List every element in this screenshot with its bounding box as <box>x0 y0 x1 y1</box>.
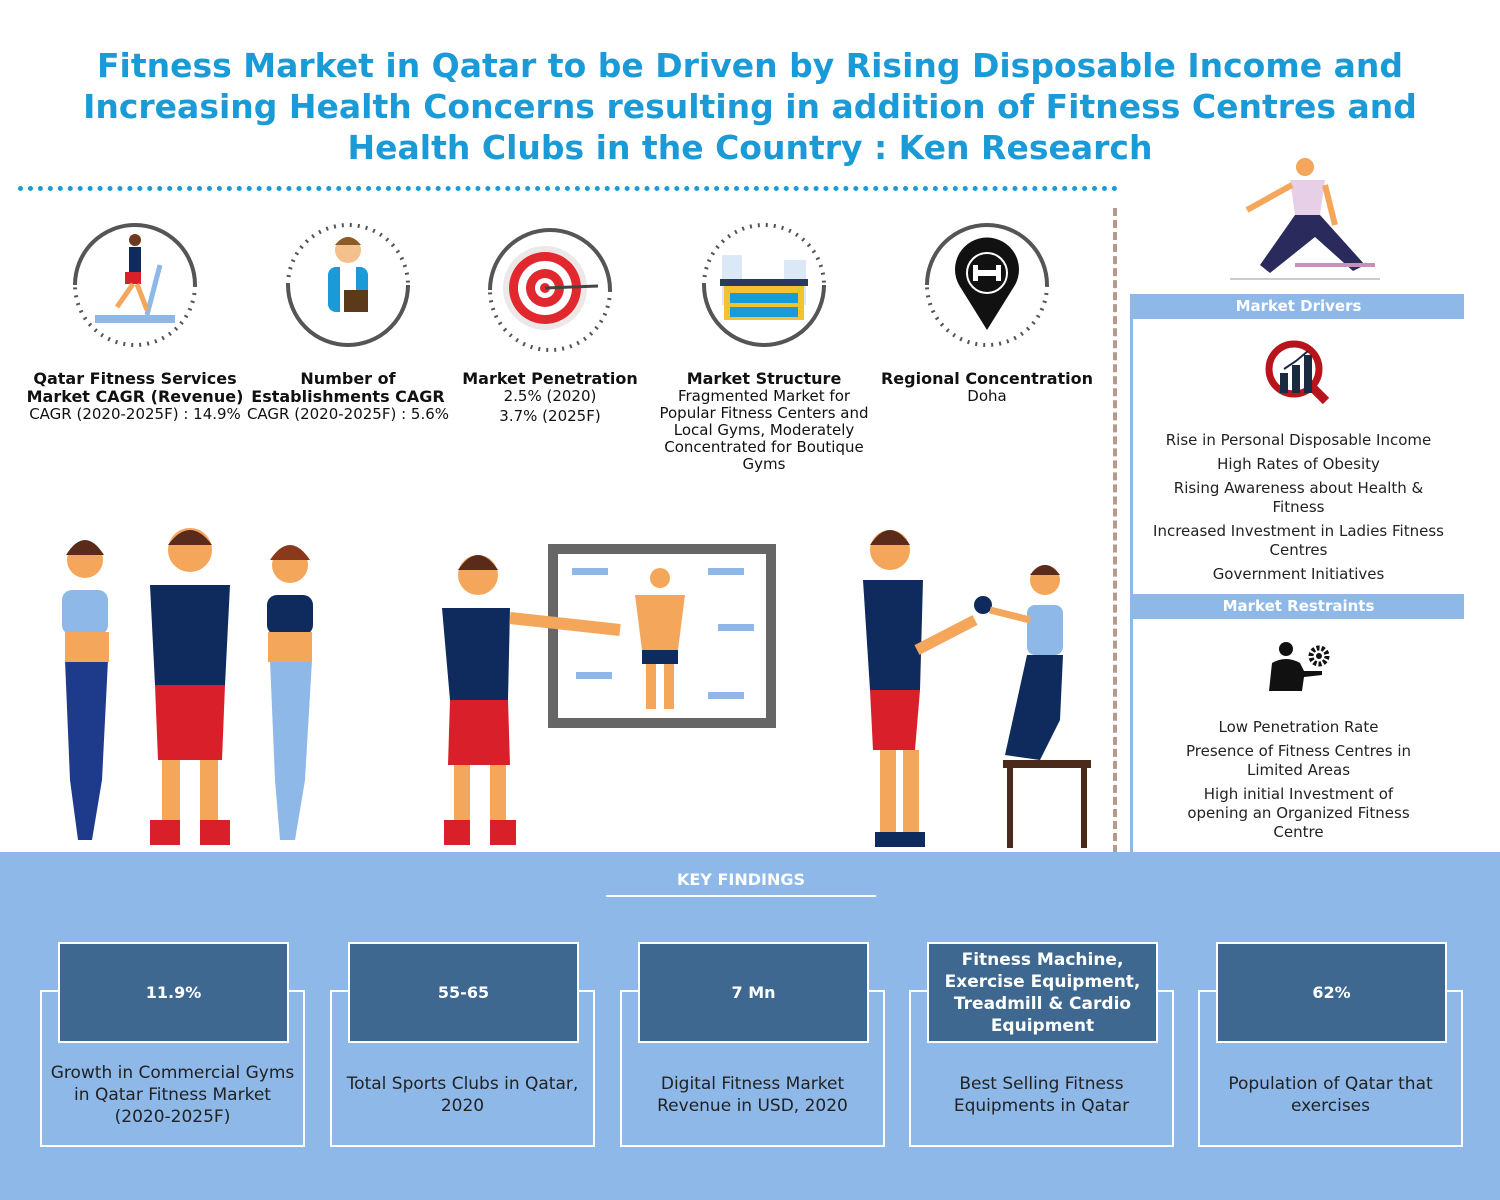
driver-item: Rise in Personal Disposable Income <box>1165 431 1432 449</box>
driver-item: Government Initiatives <box>1212 565 1385 583</box>
page-title: Fitness Market in Qatar to be Driven by … <box>83 46 1417 167</box>
stat-value: Fragmented Market for Popular Fitness Ce… <box>659 387 869 473</box>
gym-building-icon <box>694 215 834 355</box>
stat-revenue-cagr: Qatar Fitness Services Market CAGR (Reve… <box>25 215 245 423</box>
stat-value: 3.7% (2025F) <box>499 407 601 425</box>
finding-card: 11.9% Growth in Commercial Gyms in Qatar … <box>40 942 305 1147</box>
trainer-with-client-illustration <box>863 530 1091 848</box>
finding-desc: Population of Qatar that exercises <box>1228 1073 1433 1116</box>
stat-heading: Qatar Fitness Services Market CAGR (Reve… <box>26 369 244 406</box>
market-restraints-title: Market Restraints <box>1133 594 1464 619</box>
finding-value: 7 Mn <box>638 942 869 1043</box>
stat-establishments-cagr: Number of Establishments CAGR CAGR (2020… <box>238 215 458 423</box>
stat-regional-concentration: Regional Concentration Doha <box>877 215 1097 405</box>
restraint-item: Presence of Fitness Centres in Limited A… <box>1186 742 1411 779</box>
stat-heading: Market Structure <box>686 369 842 388</box>
trainer-clipboard-icon <box>278 215 418 355</box>
stat-heading: Number of Establishments CAGR <box>251 369 445 406</box>
market-drivers-panel: Market Drivers Rise in Personal Disposab… <box>1130 294 1464 594</box>
finding-card: 7 Mn Digital Fitness Market Revenue in US… <box>620 942 885 1147</box>
stat-market-penetration: Market Penetration 2.5% (2020) 3.7% (202… <box>440 215 660 425</box>
stat-value: CAGR (2020-2025F) : 5.6% <box>246 405 450 423</box>
group-of-athletes-illustration <box>62 528 313 845</box>
stat-value: CAGR (2020-2025F) : 14.9% <box>29 405 241 423</box>
dotted-divider <box>18 186 1118 191</box>
finding-desc: Growth in Commercial Gyms in Qatar Fitne… <box>50 1062 295 1127</box>
stat-value: 2.5% (2020) <box>503 387 597 405</box>
restraint-item: Low Penetration Rate <box>1218 718 1379 736</box>
key-findings-title: KEY FINDINGS <box>606 870 876 897</box>
stat-market-structure: Market Structure Fragmented Market for P… <box>654 215 874 473</box>
stat-heading: Regional Concentration <box>880 369 1094 388</box>
finding-card: 62% Population of Qatar that exercises <box>1198 942 1463 1147</box>
market-restraints-panel: Market Restraints Low Penetration Rate P… <box>1130 594 1464 852</box>
finding-value: 62% <box>1216 942 1447 1043</box>
driver-item: Increased Investment in Ladies Fitness C… <box>1153 522 1444 559</box>
finding-card: Fitness Machine, Exercise Equipment, Tre… <box>909 942 1174 1147</box>
stat-value: Doha <box>967 387 1007 405</box>
stat-heading: Market Penetration <box>462 369 638 388</box>
finding-value: 11.9% <box>58 942 289 1043</box>
lunge-dumbbell-illustration <box>1230 158 1380 280</box>
market-drivers-title: Market Drivers <box>1133 294 1464 319</box>
driver-item: Rising Awareness about Health & Fitness <box>1173 479 1424 516</box>
growth-chart-magnifier-icon <box>1265 340 1329 405</box>
finding-value: Fitness Machine, Exercise Equipment, Tre… <box>927 942 1158 1043</box>
finding-desc: Best Selling Fitness Equipments in Qatar <box>953 1073 1130 1116</box>
vertical-divider <box>1113 208 1117 853</box>
key-findings-section: KEY FINDINGS 11.9% Growth in Commercial G… <box>0 852 1500 1200</box>
trainer-anatomy-board-illustration <box>442 544 776 845</box>
driver-item: High Rates of Obesity <box>1217 455 1380 473</box>
location-pin-dumbbell-icon <box>917 215 1057 355</box>
finding-value: 55-65 <box>348 942 579 1043</box>
restraint-item: High initial Investment of opening an Or… <box>1187 785 1410 841</box>
target-icon <box>480 220 620 360</box>
treadmill-runner-icon <box>65 215 205 355</box>
finding-desc: Digital Fitness Market Revenue in USD, 2… <box>657 1073 848 1116</box>
finding-desc: Total Sports Clubs in Qatar, 2020 <box>346 1073 579 1116</box>
businessman-gear-icon <box>1268 642 1329 691</box>
